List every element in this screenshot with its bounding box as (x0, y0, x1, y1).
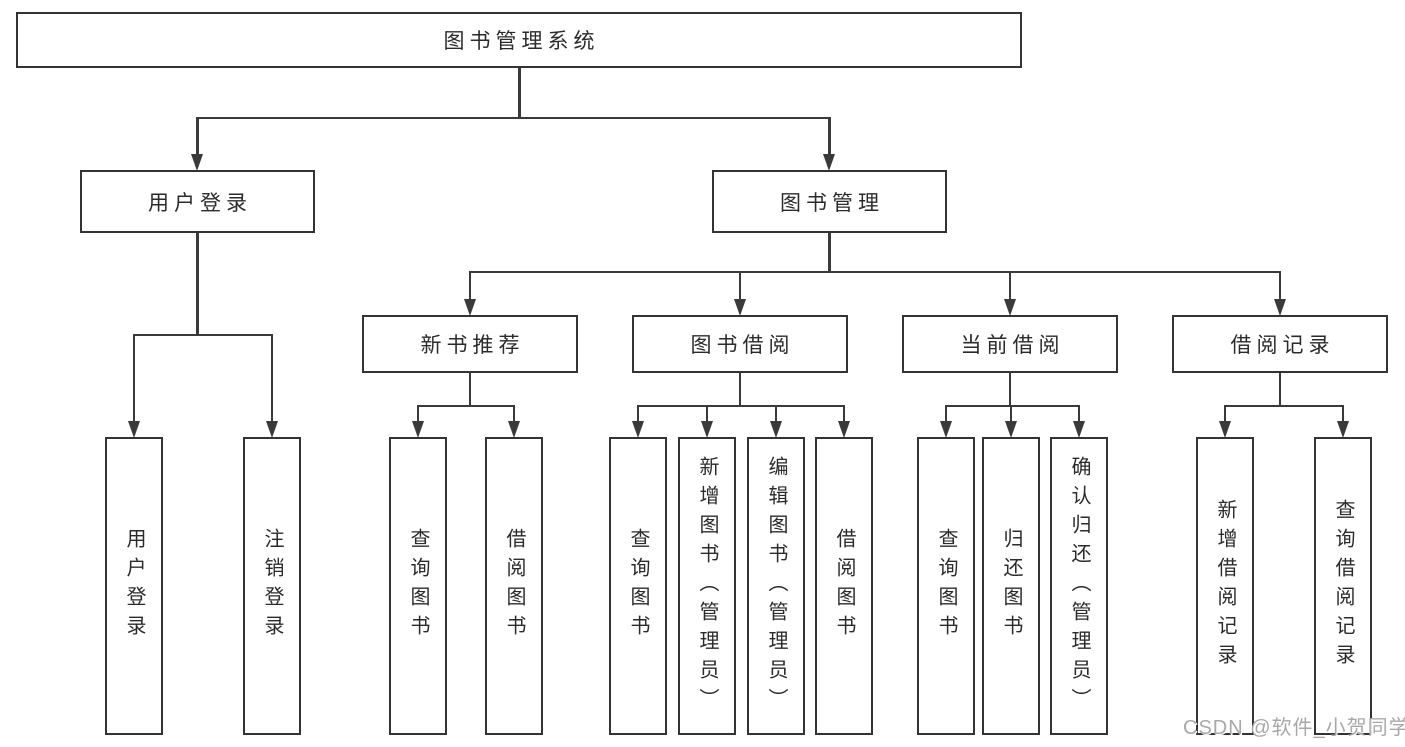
leaf-label: 新增图书（管理员） (696, 455, 718, 717)
leaf-confirm-return-admin: 确认归还（管理员） (1050, 437, 1108, 735)
leaf-label: 查询图书 (627, 528, 649, 644)
connector-line (468, 272, 472, 301)
arrowhead-down-icon (1336, 421, 1349, 438)
connector-line (842, 406, 846, 423)
leaf-query-books-borrow: 查询图书 (609, 437, 667, 735)
connector-line (196, 118, 199, 157)
connector-line (196, 233, 199, 336)
node-book-borrowing: 图书借阅 (632, 315, 848, 373)
leaf-label: 查询图书 (935, 528, 957, 644)
connector-line (468, 270, 1282, 274)
arrowhead-down-icon (733, 299, 746, 316)
leaf-logout: 注销登录 (243, 437, 301, 735)
arrowhead-down-icon (837, 421, 850, 438)
node-label: 借阅记录 (1230, 334, 1335, 357)
node-label: 用户登录 (148, 191, 252, 215)
arrowhead-down-icon (265, 421, 278, 438)
leaf-label: 查询图书 (407, 528, 429, 644)
connector-line (1008, 272, 1012, 301)
arrowhead-down-icon (769, 421, 782, 438)
arrowhead-down-icon (507, 421, 520, 438)
leaf-borrow-books-recommend: 借阅图书 (485, 437, 543, 735)
connector-line (944, 406, 948, 423)
connector-line (132, 333, 274, 337)
connector-line (705, 406, 709, 423)
connector-line (1278, 373, 1282, 407)
connector-line (1009, 406, 1013, 423)
leaf-label: 确认归还（管理员） (1068, 455, 1090, 717)
node-label: 新书推荐 (420, 334, 525, 357)
leaf-query-books-current: 查询图书 (917, 437, 975, 735)
arrowhead-down-icon (823, 154, 835, 171)
connector-line (774, 406, 778, 423)
connector-line (944, 404, 1081, 408)
node-label: 图书管理 (780, 191, 884, 215)
connector-line (636, 404, 846, 408)
leaf-label: 归还图书 (1000, 528, 1022, 644)
node-label: 图书管理系统 (443, 30, 600, 53)
connector-line (270, 335, 274, 423)
arrowhead-down-icon (1072, 421, 1085, 438)
connector-line (738, 373, 742, 407)
connector-line (468, 373, 472, 407)
node-book-management: 图书管理 (712, 170, 947, 233)
leaf-label: 查询借阅记录 (1332, 499, 1354, 673)
node-user-login: 用户登录 (80, 170, 315, 233)
connector-line (828, 118, 831, 157)
arrowhead-down-icon (1273, 299, 1286, 316)
leaf-label: 用户登录 (123, 528, 145, 644)
arrowhead-down-icon (463, 299, 476, 316)
connector-line (1008, 373, 1012, 407)
arrowhead-down-icon (1218, 421, 1231, 438)
connector-line (518, 68, 521, 119)
connector-line (1278, 272, 1282, 301)
node-borrowing-records: 借阅记录 (1172, 315, 1388, 373)
arrowhead-down-icon (411, 421, 424, 438)
connector-line (1077, 406, 1081, 423)
arrowhead-down-icon (1004, 421, 1017, 438)
leaf-return-books: 归还图书 (982, 437, 1040, 735)
node-label: 当前借阅 (960, 334, 1065, 357)
arrowhead-down-icon (939, 421, 952, 438)
node-label: 图书借阅 (690, 334, 795, 357)
arrowhead-down-icon (700, 421, 713, 438)
arrowhead-down-icon (127, 421, 140, 438)
leaf-label: 借阅图书 (503, 528, 525, 644)
connector-line (416, 404, 516, 408)
leaf-label: 借阅图书 (833, 528, 855, 644)
connector-line (828, 233, 831, 273)
csdn-watermark: CSDN @软件_小贺同学 (1183, 717, 1405, 739)
connector-line (1223, 404, 1345, 408)
leaf-edit-books-admin: 编辑图书（管理员） (747, 437, 805, 735)
connector-line (1341, 406, 1345, 423)
leaf-query-books-recommend: 查询图书 (389, 437, 447, 735)
connector-line (738, 272, 742, 301)
leaf-user-login: 用户登录 (105, 437, 163, 735)
arrowhead-down-icon (631, 421, 644, 438)
connector-line (636, 406, 640, 423)
leaf-label: 编辑图书（管理员） (765, 455, 787, 717)
leaf-borrow-books: 借阅图书 (815, 437, 873, 735)
node-library-management-system: 图书管理系统 (16, 12, 1022, 68)
leaf-label: 注销登录 (261, 528, 283, 644)
connector-line (132, 335, 136, 423)
leaf-label: 新增借阅记录 (1214, 499, 1236, 673)
leaf-query-borrow-record: 查询借阅记录 (1314, 437, 1372, 735)
connector-line (196, 116, 831, 120)
leaf-add-borrow-record: 新增借阅记录 (1196, 437, 1254, 735)
leaf-add-books-admin: 新增图书（管理员） (678, 437, 736, 735)
connector-line (512, 406, 516, 423)
node-current-borrowing: 当前借阅 (902, 315, 1118, 373)
arrowhead-down-icon (1003, 299, 1016, 316)
node-new-book-recommendation: 新书推荐 (362, 315, 578, 373)
connector-line (416, 406, 420, 423)
arrowhead-down-icon (191, 154, 203, 171)
connector-line (1223, 406, 1227, 423)
